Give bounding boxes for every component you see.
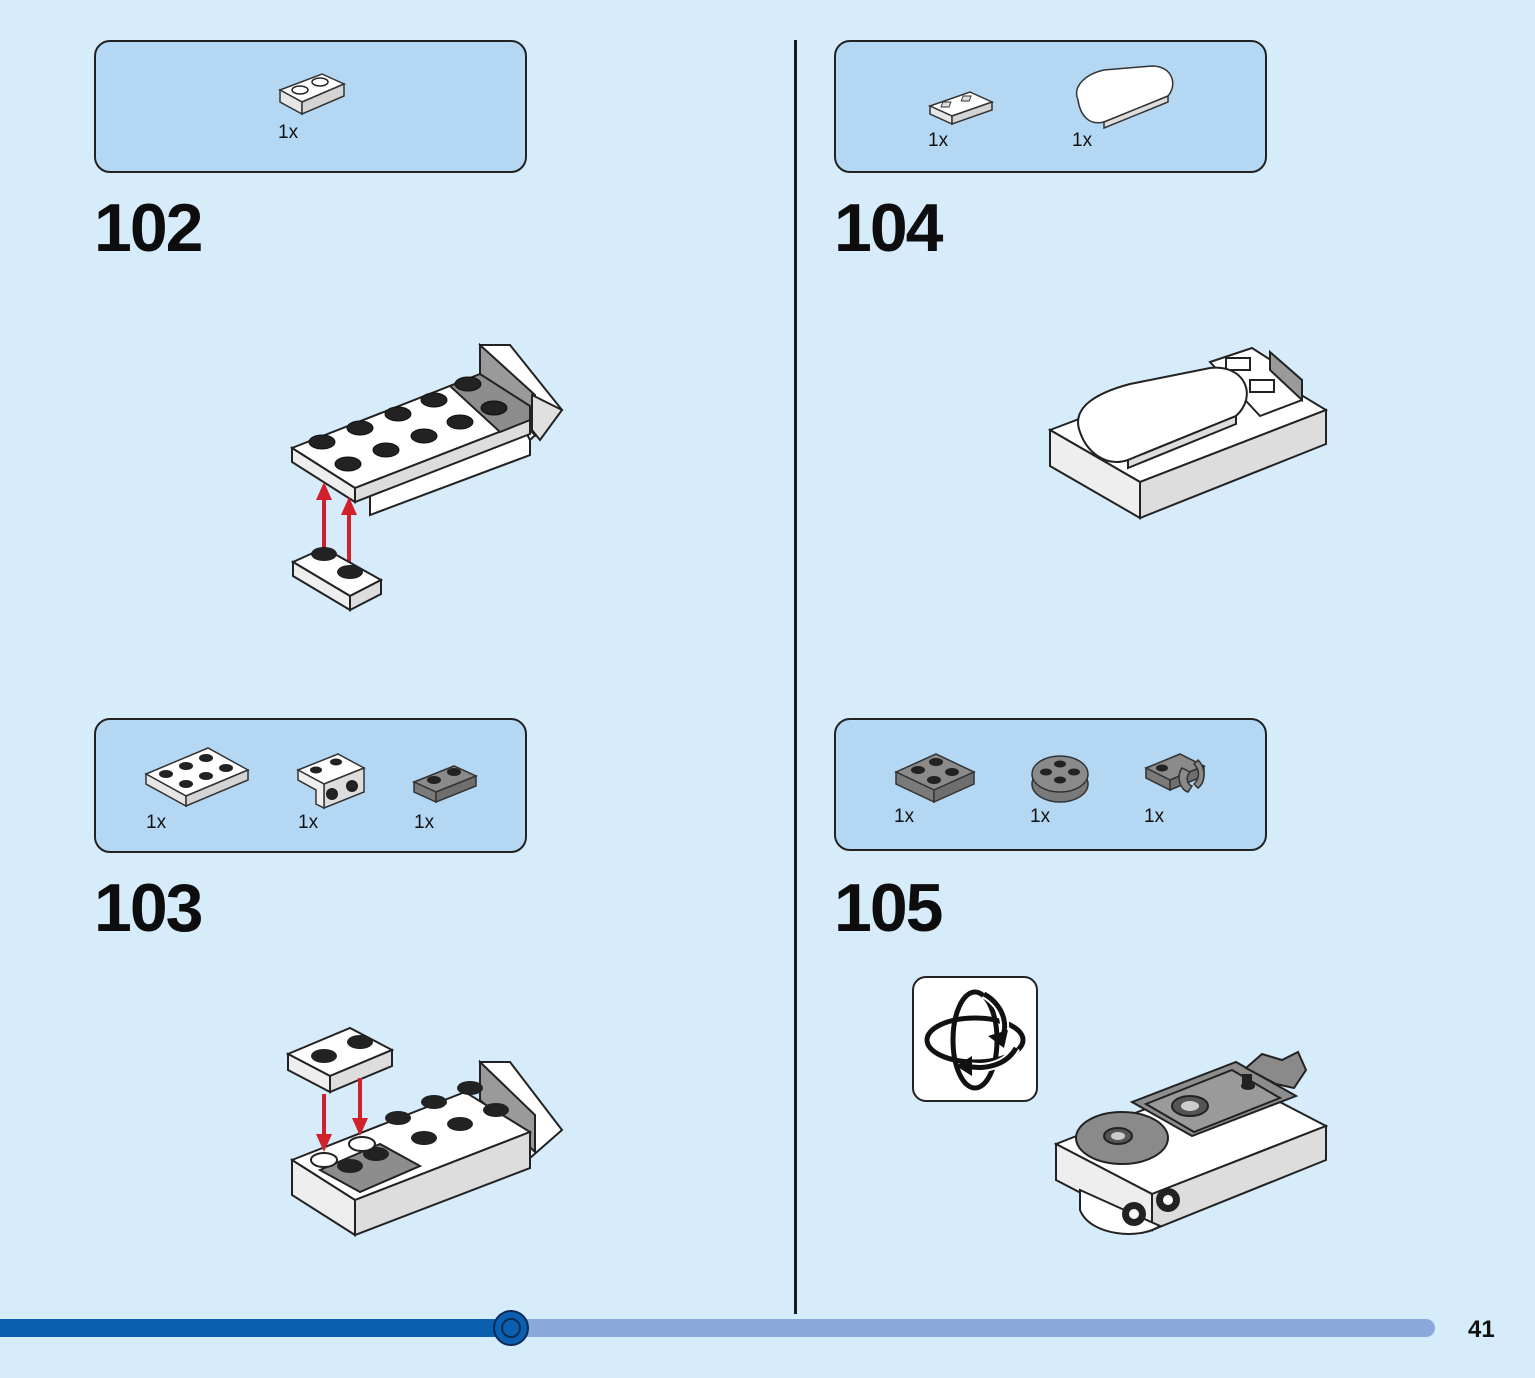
gray-clip-plate-icon <box>1144 753 1206 793</box>
gray-2x1-plate-icon <box>412 765 478 804</box>
part-quantity: 1x <box>1144 806 1165 827</box>
gray-round-plate-icon <box>1031 755 1089 803</box>
white-rounded-tile-icon <box>1075 65 1174 130</box>
part-quantity: 1x <box>414 812 435 833</box>
part-quantity: 1x <box>894 806 915 827</box>
white-2x1-plate-icon <box>278 73 346 116</box>
parts-callout-104: 1x 1x <box>834 40 1267 173</box>
white-bracket-plate-icon <box>296 753 366 810</box>
rotate-model-icon <box>924 989 1026 1091</box>
parts-callout-105: 1x 1x 1x <box>834 718 1267 851</box>
page-number: 41 <box>1468 1316 1495 1343</box>
step-number-105: 105 <box>834 870 943 946</box>
progress-fill <box>0 1319 511 1337</box>
gray-2x2-plate-icon <box>894 753 976 804</box>
rotate-model-callout <box>912 976 1038 1102</box>
parts-callout-102: 1x <box>94 40 527 173</box>
part-quantity: 1x <box>928 130 949 151</box>
progress-knob <box>493 1310 529 1346</box>
step-105-model-illustration <box>1053 1050 1329 1235</box>
step-number-104: 104 <box>834 190 943 266</box>
column-divider <box>794 40 797 1314</box>
white-2x3-plate-icon <box>144 747 250 808</box>
step-number-103: 103 <box>94 870 203 946</box>
step-104-model-illustration <box>1047 346 1329 520</box>
step-102-model-illustration <box>289 342 564 612</box>
part-quantity: 1x <box>1030 806 1051 827</box>
part-quantity: 1x <box>278 122 299 143</box>
white-grille-tile-icon <box>927 91 995 126</box>
step-number-102: 102 <box>94 190 203 266</box>
parts-callout-103: 1x 1x 1x <box>94 718 527 853</box>
step-103-model-illustration <box>285 1026 564 1237</box>
part-quantity: 1x <box>298 812 319 833</box>
part-quantity: 1x <box>1072 130 1093 151</box>
part-quantity: 1x <box>146 812 167 833</box>
